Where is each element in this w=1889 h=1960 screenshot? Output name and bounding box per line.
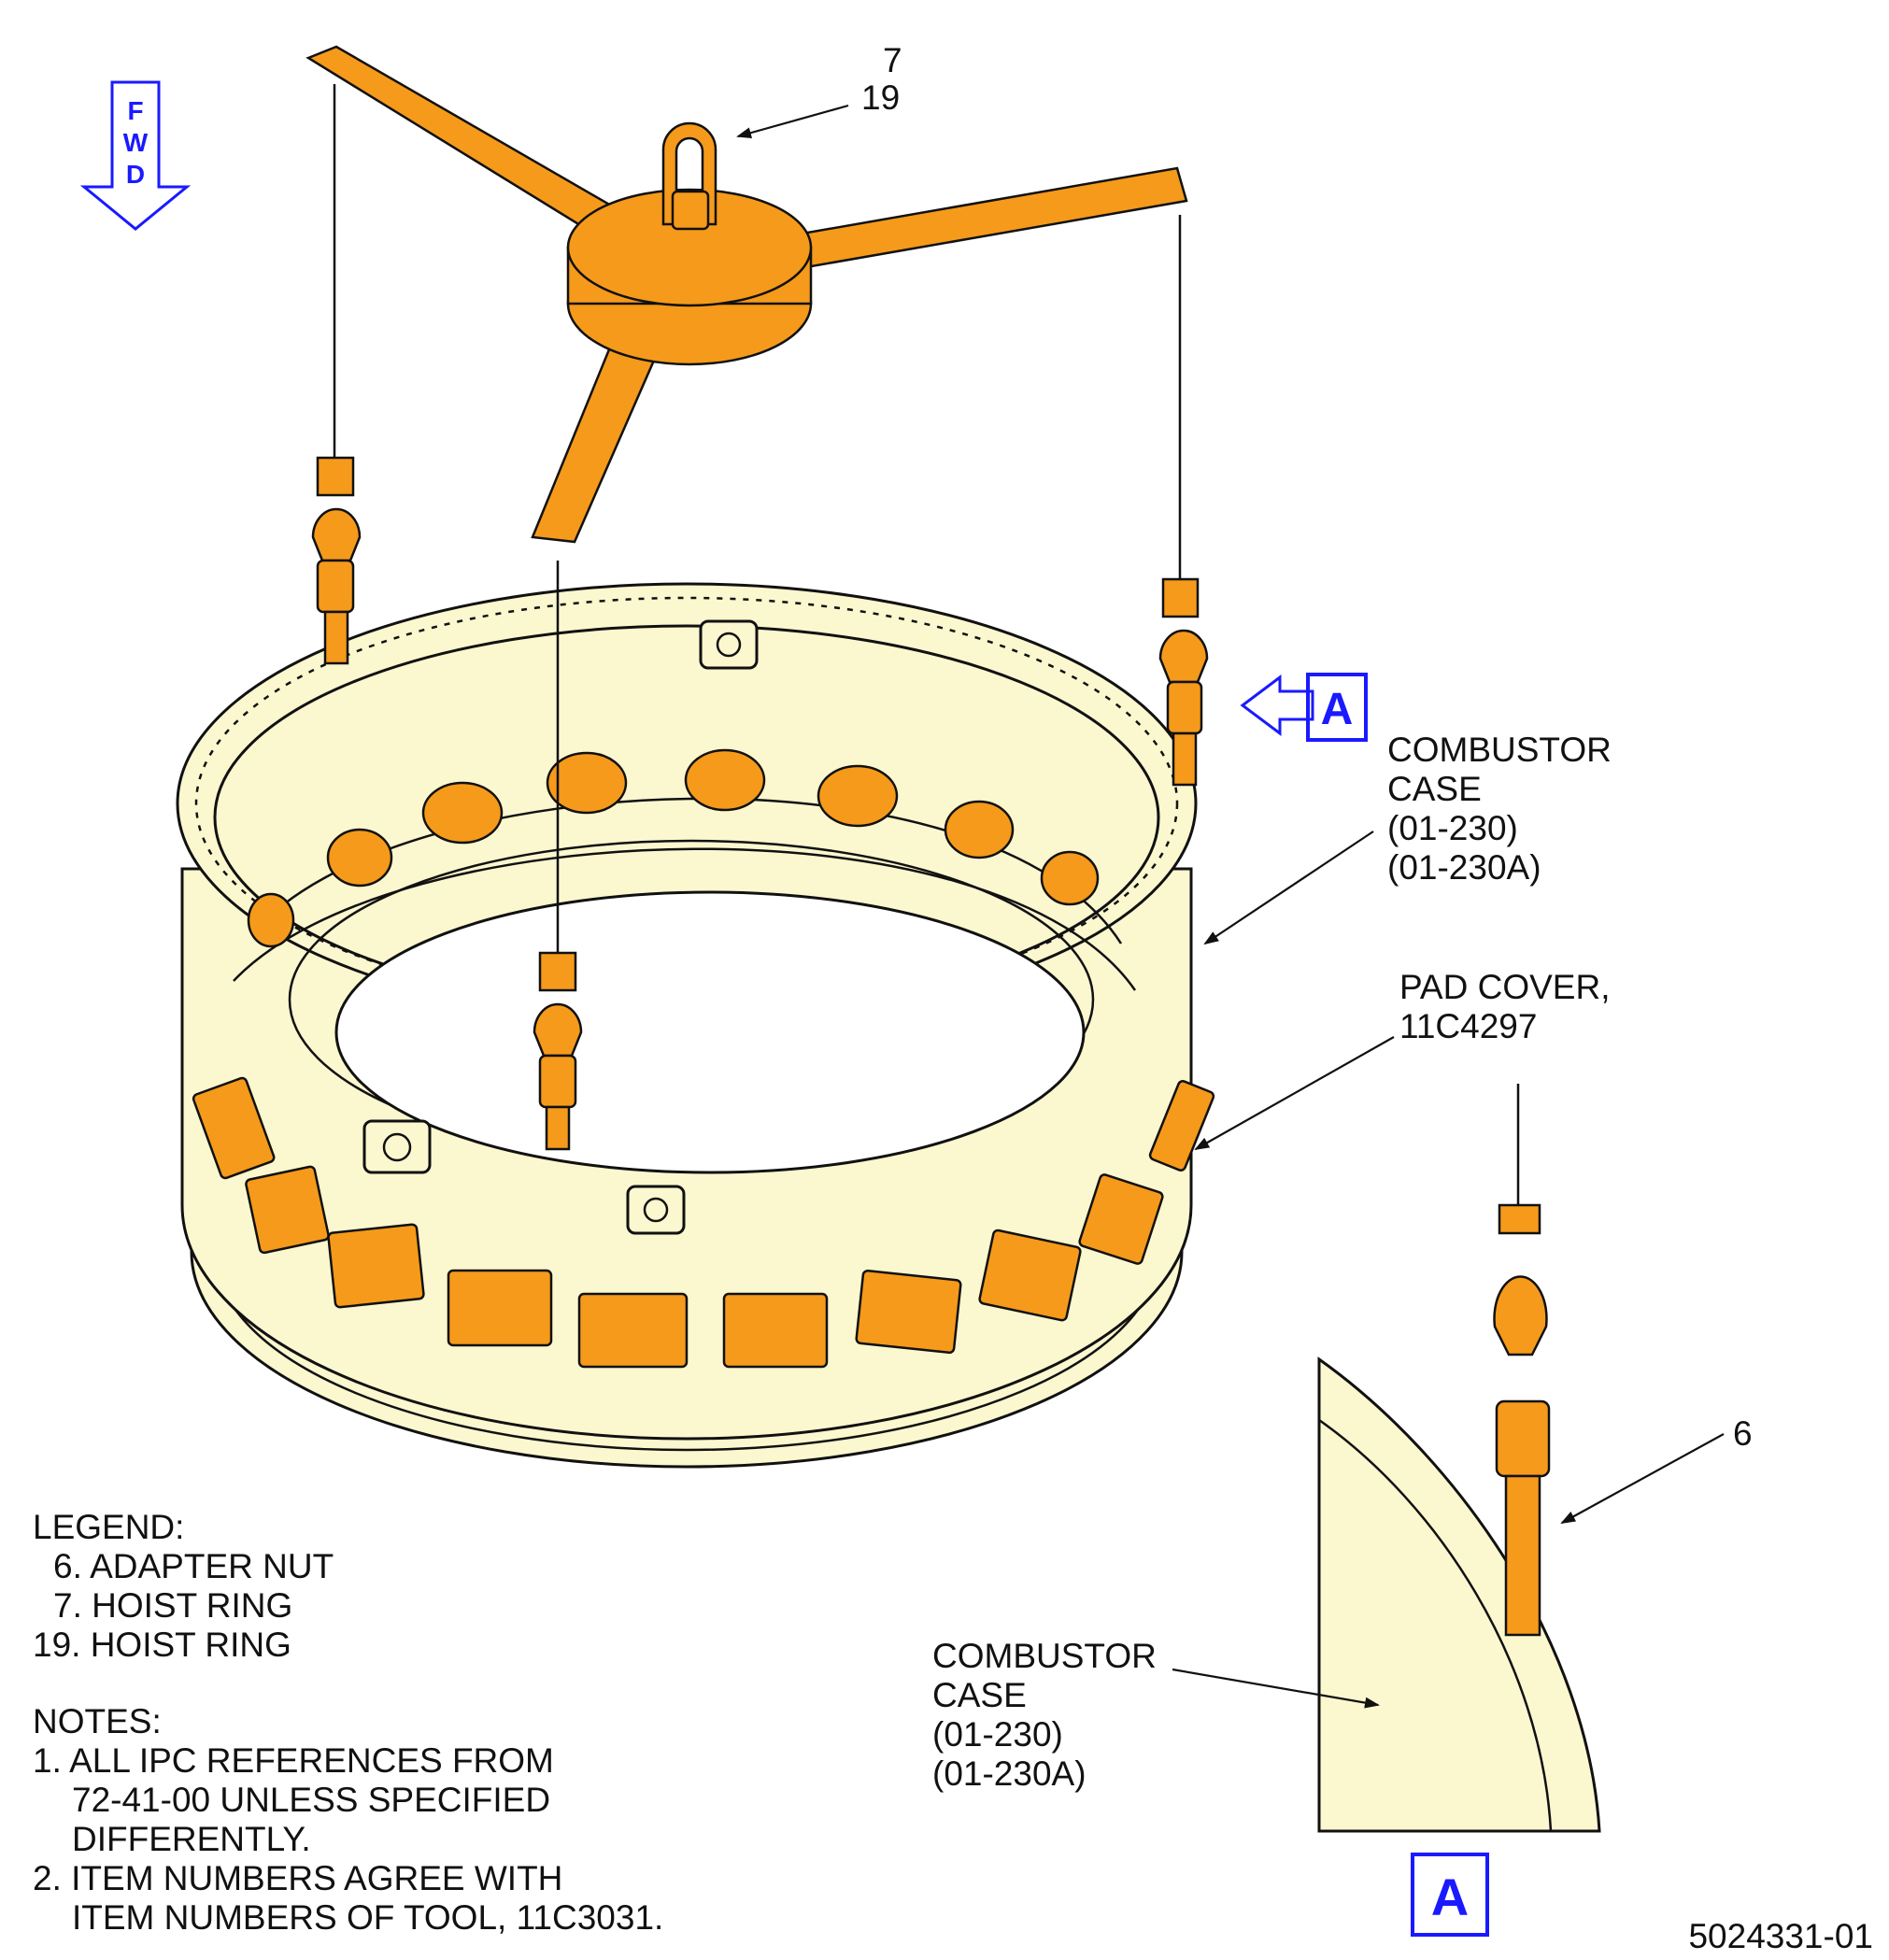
fwd-letter-w: W: [123, 128, 149, 157]
legend-item-7: 7. HOIST RING: [53, 1586, 292, 1625]
pad-cover-label-line-1: PAD COVER,: [1399, 968, 1610, 1006]
notes-title: NOTES:: [33, 1702, 162, 1740]
combustor-case-label: COMBUSTOR CASE (01-230) (01-230A): [1387, 731, 1612, 887]
combustor-case-label-line-2: CASE: [1387, 770, 1482, 808]
note-1-line-2: 72-41-00 UNLESS SPECIFIED: [72, 1781, 550, 1819]
callout-item-7: 7: [883, 41, 902, 79]
detail-view-a: A: [1317, 1084, 1601, 1937]
detail-label-line-3: (01-230): [932, 1715, 1063, 1754]
pad-covers: [192, 1076, 1215, 1369]
combustor-case-detail-label: COMBUSTOR CASE (01-230) (01-230A): [932, 1637, 1157, 1793]
fwd-letter-d: D: [126, 160, 145, 189]
legend: LEGEND: 6. ADAPTER NUT 7. HOIST RING 19.…: [33, 1508, 334, 1664]
detail-label-line-1: COMBUSTOR: [932, 1637, 1157, 1675]
lifting-tool: [305, 45, 1209, 1151]
note-2-line-2: ITEM NUMBERS OF TOOL, 11C3031.: [72, 1898, 663, 1937]
detail-label-line-4: (01-230A): [932, 1754, 1087, 1793]
legend-item-6: 6. ADAPTER NUT: [53, 1547, 334, 1585]
combustor-case-label-line-4: (01-230A): [1387, 848, 1541, 887]
pad-cover-label: PAD COVER, 11C4297: [1399, 968, 1610, 1045]
fwd-arrow-icon: F W D: [79, 80, 192, 231]
fwd-letter-f: F: [127, 96, 143, 125]
note-1-line-1: 1. ALL IPC REFERENCES FROM: [33, 1741, 554, 1780]
callout-item-6: 6: [1733, 1414, 1753, 1453]
figure-id: 5024331-01: [1688, 1917, 1873, 1955]
legend-item-19: 19. HOIST RING: [33, 1626, 291, 1664]
legend-title: LEGEND:: [33, 1508, 184, 1546]
view-a-flag-top: A: [1240, 673, 1368, 742]
combustor-case-label-line-1: COMBUSTOR: [1387, 731, 1612, 769]
combustor-case: [176, 582, 1198, 1469]
combustor-case-label-line-3: (01-230): [1387, 809, 1518, 847]
callout-item-19: 19: [861, 78, 900, 117]
view-a-letter-top: A: [1321, 685, 1354, 734]
pad-cover-label-line-2: 11C4297: [1399, 1007, 1537, 1045]
note-2-line-1: 2. ITEM NUMBERS AGREE WITH: [33, 1859, 562, 1897]
note-1-line-3: DIFFERENTLY.: [72, 1820, 311, 1858]
leader-lines: [736, 104, 1725, 1709]
detail-label-line-2: CASE: [932, 1676, 1027, 1714]
notes: NOTES: 1. ALL IPC REFERENCES FROM 72-41-…: [33, 1702, 663, 1937]
view-a-letter-bottom: A: [1431, 1868, 1469, 1926]
